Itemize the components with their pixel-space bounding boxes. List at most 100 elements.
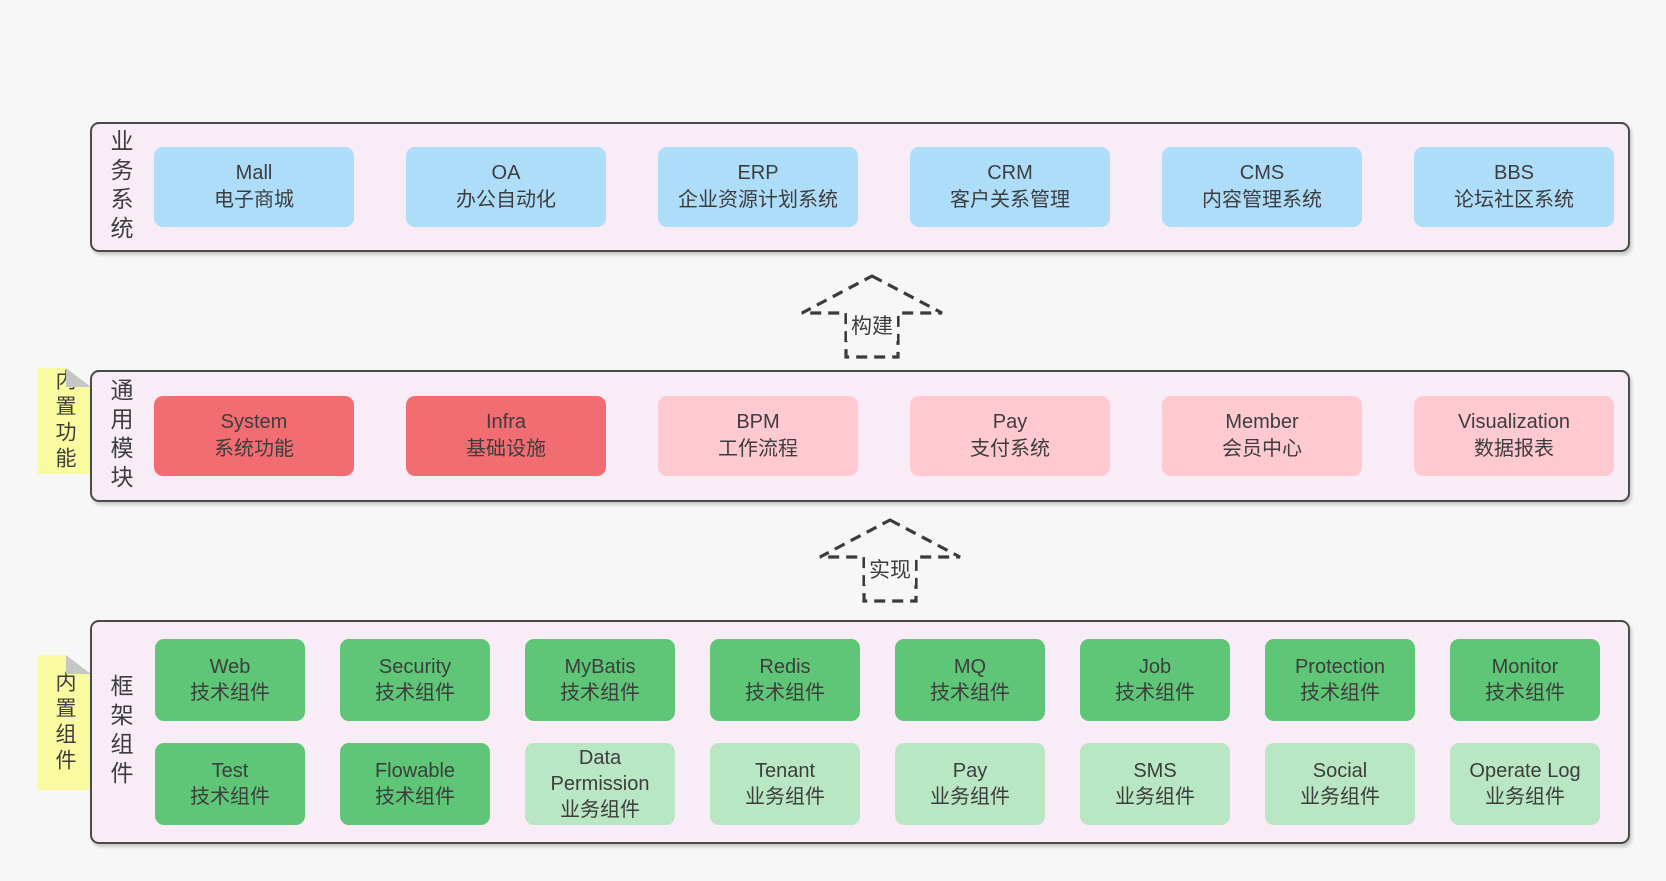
folded-corner-icon bbox=[66, 368, 91, 387]
sticky-note-label: 内置组件 bbox=[53, 670, 76, 775]
node-subtitle: 技术组件 bbox=[375, 682, 455, 704]
node-crm: CRM 客户关系管理 bbox=[910, 147, 1110, 227]
node-title: Flowable bbox=[374, 760, 456, 782]
node-pay: Pay 支付系统 bbox=[910, 396, 1110, 476]
node-title: Monitor bbox=[1491, 656, 1559, 678]
node-title: OA bbox=[491, 162, 521, 184]
node-subtitle: 技术组件 bbox=[190, 786, 270, 808]
node-title: CRM bbox=[987, 162, 1033, 184]
node-subtitle: 技术组件 bbox=[375, 786, 455, 808]
arrow-label: 构建 bbox=[847, 309, 897, 341]
node-oa: OA 办公自动化 bbox=[406, 147, 606, 227]
node-subtitle: 支付系统 bbox=[970, 438, 1050, 460]
node-subtitle: 业务组件 bbox=[745, 786, 825, 808]
node-member: Member 会员中心 bbox=[1162, 396, 1362, 476]
node-tenant: Tenant 业务组件 bbox=[710, 743, 860, 825]
section-side-label: 通用模块 bbox=[107, 378, 133, 494]
node-subtitle: 内容管理系统 bbox=[1202, 189, 1322, 211]
node-visualization: Visualization 数据报表 bbox=[1414, 396, 1614, 476]
node-title: Redis bbox=[759, 656, 811, 678]
node-protection: Protection 技术组件 bbox=[1265, 639, 1415, 721]
node-subtitle: 业务组件 bbox=[1115, 786, 1195, 808]
node-sms: SMS 业务组件 bbox=[1080, 743, 1230, 825]
sticky-note-label: 内置功能 bbox=[53, 369, 76, 473]
node-subtitle: 业务组件 bbox=[1485, 786, 1565, 808]
node-operate-log: Operate Log 业务组件 bbox=[1450, 743, 1600, 825]
node-cms: CMS 内容管理系统 bbox=[1162, 147, 1362, 227]
node-title: SMS bbox=[1133, 760, 1177, 782]
node-title: Visualization bbox=[1458, 411, 1570, 433]
node-title: BPM bbox=[736, 411, 780, 433]
arrow-label: 实现 bbox=[865, 553, 915, 585]
sticky-note-builtin-features: 内置功能 bbox=[37, 368, 91, 474]
node-subtitle: 系统功能 bbox=[214, 438, 294, 460]
section-side-label: 业务系统 bbox=[107, 129, 133, 245]
node-subtitle: 技术组件 bbox=[1115, 682, 1195, 704]
node-mall: Mall 电子商城 bbox=[154, 147, 354, 227]
node-title: Operate Log bbox=[1469, 760, 1581, 782]
implement-arrow: 实现 bbox=[810, 515, 970, 605]
node-subtitle: 业务组件 bbox=[930, 786, 1010, 808]
node-bbs: BBS 论坛社区系统 bbox=[1414, 147, 1614, 227]
node-title: Job bbox=[1138, 656, 1172, 678]
node-subtitle: 技术组件 bbox=[1300, 682, 1380, 704]
node-test: Test 技术组件 bbox=[155, 743, 305, 825]
node-title: Member bbox=[1225, 411, 1299, 433]
node-flowable: Flowable 技术组件 bbox=[340, 743, 490, 825]
node-subtitle: 技术组件 bbox=[190, 682, 270, 704]
node-subtitle: 客户关系管理 bbox=[950, 189, 1070, 211]
node-title: CMS bbox=[1239, 162, 1285, 184]
node-infra: Infra 基础设施 bbox=[406, 396, 606, 476]
node-subtitle: 业务组件 bbox=[1300, 786, 1380, 808]
node-job: Job 技术组件 bbox=[1080, 639, 1230, 721]
node-title: BBS bbox=[1493, 162, 1535, 184]
node-subtitle: 数据报表 bbox=[1474, 438, 1554, 460]
node-title: Data Permission bbox=[550, 747, 650, 795]
node-subtitle: 业务组件 bbox=[560, 799, 640, 821]
node-title: Mall bbox=[235, 162, 273, 184]
node-subtitle: 基础设施 bbox=[466, 438, 546, 460]
node-title: Security bbox=[378, 656, 452, 678]
node-subtitle: 电子商城 bbox=[214, 189, 294, 211]
node-mq: MQ 技术组件 bbox=[895, 639, 1045, 721]
section-side-label: 框架组件 bbox=[107, 674, 133, 790]
node-subtitle: 论坛社区系统 bbox=[1454, 189, 1574, 211]
node-title: Protection bbox=[1294, 656, 1386, 678]
node-data-permission: Data Permission 业务组件 bbox=[525, 743, 675, 825]
node-title: Pay bbox=[992, 411, 1028, 433]
node-subtitle: 技术组件 bbox=[930, 682, 1010, 704]
node-title: MQ bbox=[953, 656, 987, 678]
node-title: Pay bbox=[952, 760, 988, 782]
node-social: Social 业务组件 bbox=[1265, 743, 1415, 825]
sticky-note-builtin-components: 内置组件 bbox=[37, 655, 91, 790]
node-title: MyBatis bbox=[564, 656, 636, 678]
node-subtitle: 办公自动化 bbox=[456, 189, 556, 211]
node-security: Security 技术组件 bbox=[340, 639, 490, 721]
folded-corner-icon bbox=[66, 655, 91, 674]
node-title: Infra bbox=[485, 411, 527, 433]
node-subtitle: 会员中心 bbox=[1222, 438, 1302, 460]
node-monitor: Monitor 技术组件 bbox=[1450, 639, 1600, 721]
node-pay: Pay 业务组件 bbox=[895, 743, 1045, 825]
build-arrow: 构建 bbox=[792, 271, 952, 361]
node-title: Test bbox=[211, 760, 249, 782]
node-title: Social bbox=[1312, 760, 1368, 782]
node-title: Tenant bbox=[754, 760, 816, 782]
node-subtitle: 技术组件 bbox=[1485, 682, 1565, 704]
